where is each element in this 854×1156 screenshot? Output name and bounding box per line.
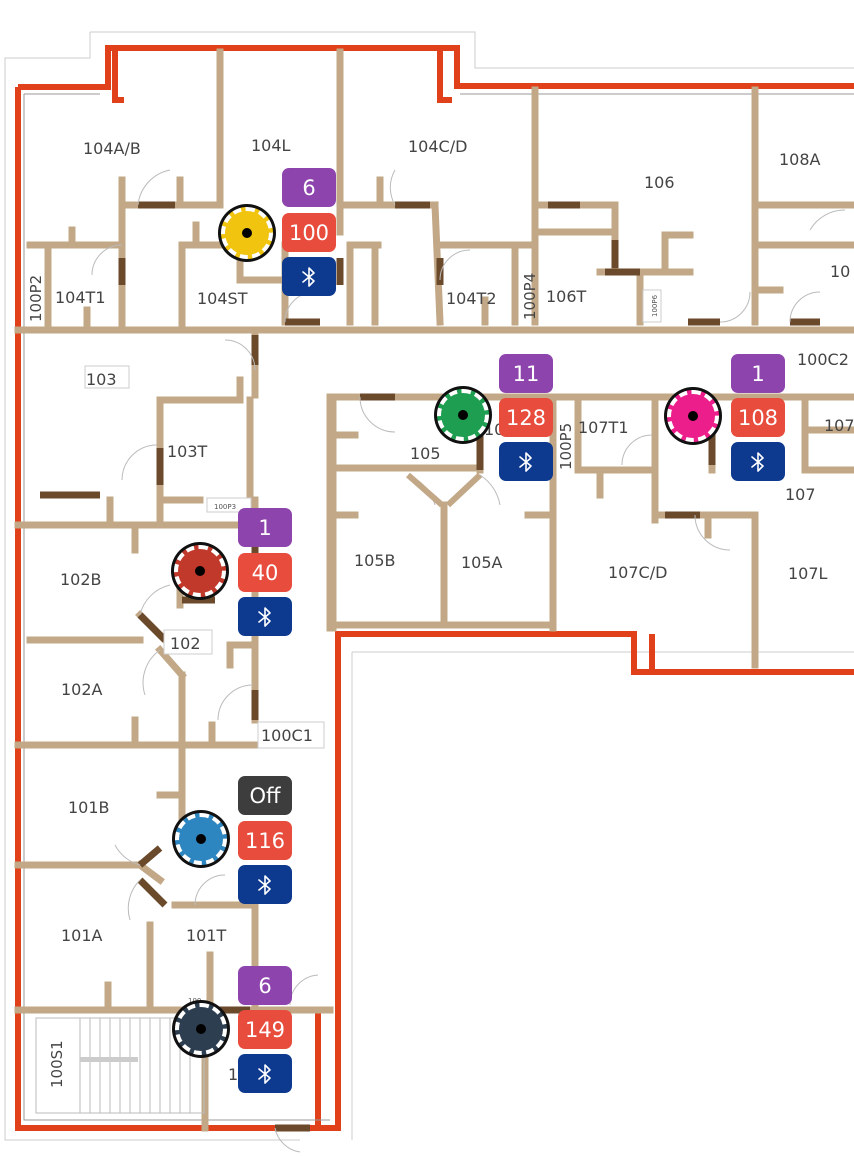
bluetooth-badge[interactable] bbox=[731, 442, 785, 481]
room-label-104l: 104L bbox=[251, 136, 291, 155]
device-count-badge[interactable]: 6 bbox=[282, 168, 336, 207]
location-marker-blue[interactable] bbox=[175, 813, 227, 865]
room-labels: 104A/B 104L 104C/D 106 108A 104T1 104ST … bbox=[27, 136, 854, 1088]
bluetooth-icon bbox=[257, 874, 273, 896]
bluetooth-icon bbox=[257, 1063, 273, 1085]
exterior-inner-lines bbox=[23, 93, 854, 1121]
stairwell bbox=[35, 1017, 205, 1114]
bluetooth-badge[interactable] bbox=[282, 257, 336, 296]
location-marker-navy[interactable] bbox=[175, 1003, 227, 1055]
room-label-105: 105 bbox=[410, 444, 441, 463]
room-label-100p2: 100P2 bbox=[27, 275, 45, 322]
marker-center-dot bbox=[458, 410, 468, 420]
device-count-badge[interactable]: 11 bbox=[499, 354, 553, 393]
label-boxes bbox=[84, 289, 662, 749]
signal-value-badge[interactable]: 149 bbox=[238, 1010, 292, 1049]
device-count-badge[interactable]: 1 bbox=[238, 508, 292, 547]
room-label-107x: 107 bbox=[824, 416, 854, 435]
room-label-103: 103 bbox=[86, 370, 117, 389]
location-marker-magenta[interactable] bbox=[667, 390, 719, 442]
room-label-100p4: 100P4 bbox=[521, 273, 539, 320]
room-label-107l: 107L bbox=[788, 564, 828, 583]
room-label-104t1: 104T1 bbox=[55, 288, 106, 307]
signal-value-badge[interactable]: 100 bbox=[282, 213, 336, 252]
location-marker-yellow[interactable] bbox=[221, 207, 273, 259]
room-label-103t: 103T bbox=[167, 442, 208, 461]
room-label-100p5: 100P5 bbox=[557, 423, 575, 470]
bluetooth-icon bbox=[518, 451, 534, 473]
room-label-10x: 10 bbox=[830, 262, 850, 281]
room-label-107: 107 bbox=[785, 485, 816, 504]
bluetooth-icon bbox=[750, 451, 766, 473]
device-count-badge[interactable]: 1 bbox=[731, 354, 785, 393]
marker-center-dot bbox=[196, 1024, 206, 1034]
outer-outline bbox=[4, 31, 854, 1141]
location-marker-red[interactable] bbox=[174, 545, 226, 597]
room-label-101a: 101A bbox=[61, 926, 103, 945]
bluetooth-icon bbox=[301, 266, 317, 288]
marker-center-dot bbox=[195, 566, 205, 576]
room-label-100c2: 100C2 bbox=[797, 350, 849, 369]
room-label-100x: 100 bbox=[188, 997, 201, 1005]
bluetooth-badge[interactable] bbox=[499, 442, 553, 481]
room-label-100p3: 100P3 bbox=[214, 503, 236, 511]
room-label-106t: 106T bbox=[546, 287, 587, 306]
room-label-106: 106 bbox=[644, 173, 675, 192]
room-label-100s1: 100S1 bbox=[48, 1040, 66, 1088]
stair-rail bbox=[80, 1057, 138, 1062]
marker-center-dot bbox=[242, 228, 252, 238]
room-label-100c1: 100C1 bbox=[261, 726, 313, 745]
room-label-104st: 104ST bbox=[197, 289, 248, 308]
exterior-walls bbox=[15, 45, 854, 1131]
bluetooth-icon bbox=[257, 606, 273, 628]
signal-value-badge[interactable]: 40 bbox=[238, 553, 292, 592]
bluetooth-badge[interactable] bbox=[238, 865, 292, 904]
status-off-badge[interactable]: Off bbox=[238, 776, 292, 815]
room-label-105a: 105A bbox=[461, 553, 503, 572]
room-label-102b: 102B bbox=[60, 570, 102, 589]
room-label-102: 102 bbox=[170, 634, 201, 653]
interior-walls bbox=[14, 48, 854, 1132]
room-label-102a: 102A bbox=[61, 680, 103, 699]
room-label-1x: 1 bbox=[228, 1065, 238, 1084]
bluetooth-badge[interactable] bbox=[238, 1054, 292, 1093]
marker-center-dot bbox=[688, 411, 698, 421]
device-count-badge[interactable]: 6 bbox=[238, 966, 292, 1005]
room-label-108a: 108A bbox=[779, 150, 821, 169]
signal-value-badge[interactable]: 108 bbox=[731, 398, 785, 437]
room-label-105b: 105B bbox=[354, 551, 396, 570]
room-label-107t1: 107T1 bbox=[578, 418, 629, 437]
room-label-107cd: 107C/D bbox=[608, 563, 667, 582]
room-label-100p6: 100P6 bbox=[651, 294, 659, 317]
signal-value-badge[interactable]: 128 bbox=[499, 398, 553, 437]
location-marker-green[interactable] bbox=[437, 389, 489, 441]
signal-value-badge[interactable]: 116 bbox=[238, 821, 292, 860]
door-segments bbox=[40, 201, 820, 1132]
room-label-104ab: 104A/B bbox=[83, 139, 141, 158]
room-label-101t: 101T bbox=[186, 926, 227, 945]
room-label-104cd: 104C/D bbox=[408, 137, 467, 156]
room-label-104t2: 104T2 bbox=[446, 289, 497, 308]
room-label-101b: 101B bbox=[68, 798, 110, 817]
bluetooth-badge[interactable] bbox=[238, 597, 292, 636]
marker-center-dot bbox=[196, 834, 206, 844]
door-leaves bbox=[406, 472, 483, 508]
